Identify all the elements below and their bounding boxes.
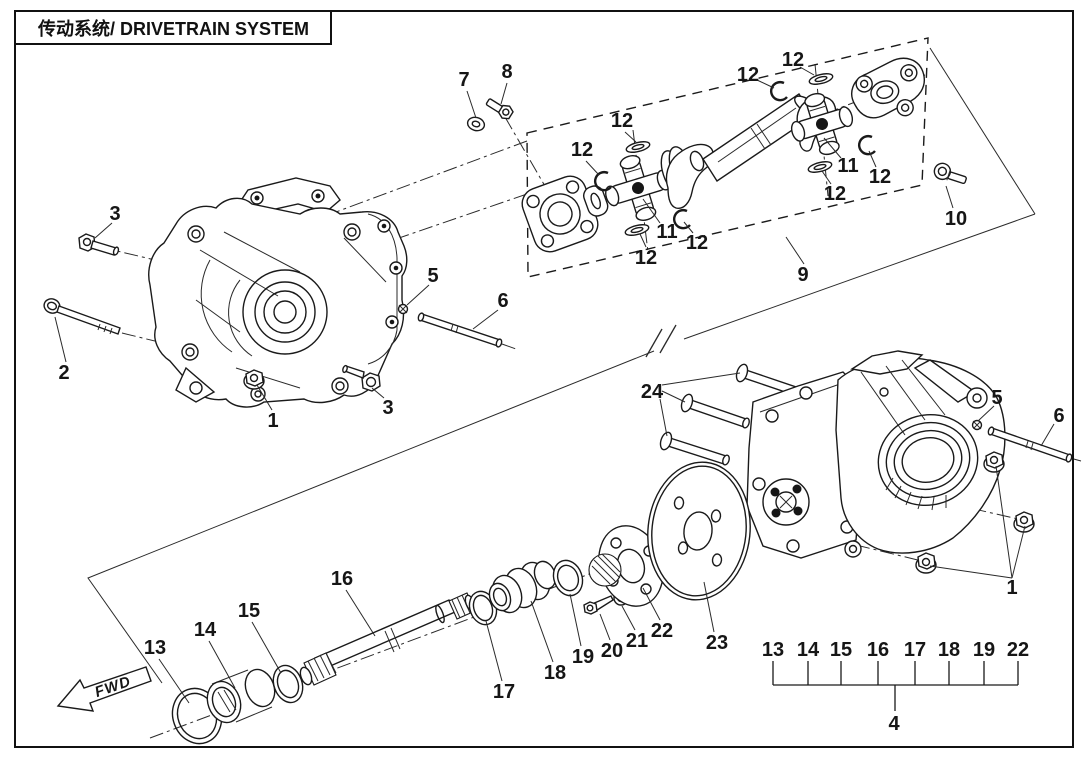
- front-gearbox-fasteners: [43, 233, 503, 392]
- fwd-arrow: [56, 666, 152, 712]
- callout-part-12: 12: [634, 247, 658, 269]
- bracket-target-assembly: 4: [888, 713, 900, 735]
- callout-part-5: 5: [991, 387, 1003, 409]
- callout-part-11: 11: [837, 155, 859, 177]
- axle-shaft-group: [171, 461, 751, 745]
- title-block: 传动系统/ DRIVETRAIN SYSTEM: [14, 10, 332, 45]
- callout-part-6: 6: [497, 290, 509, 312]
- callout-part-13: 13: [143, 637, 167, 659]
- callout-part-16: 16: [330, 568, 354, 590]
- callout-part-12: 12: [610, 110, 634, 132]
- callout-part-8: 8: [501, 61, 513, 83]
- callout-part-18: 18: [543, 662, 567, 684]
- callout-part-15: 15: [237, 600, 261, 622]
- bracket-item-13: 13: [761, 639, 785, 661]
- bracket-item-15: 15: [829, 639, 853, 661]
- leader-lines: [54, 66, 1055, 704]
- callout-part-6: 6: [1053, 405, 1065, 427]
- propshaft-group-box: [526, 37, 929, 278]
- callout-part-17: 17: [492, 681, 516, 703]
- callout-part-1: 1: [267, 410, 279, 432]
- callout-part-12: 12: [823, 183, 847, 205]
- callout-part-14: 14: [193, 619, 217, 641]
- callout-part-22: 22: [650, 620, 674, 642]
- callout-part-12: 12: [868, 166, 892, 188]
- callout-part-23: 23: [705, 632, 729, 654]
- callout-part-20: 20: [600, 640, 624, 662]
- page-border: [14, 10, 1074, 748]
- rear-gearbox: [659, 350, 1073, 574]
- front-gearbox: [148, 177, 408, 408]
- callout-part-12: 12: [736, 64, 760, 86]
- callout-part-24: 24: [640, 381, 664, 403]
- callout-part-3: 3: [109, 203, 121, 225]
- callout-part-2: 2: [58, 362, 70, 384]
- bracket-item-19: 19: [972, 639, 996, 661]
- bracket-item-16: 16: [866, 639, 890, 661]
- flange-nuts-right: [915, 451, 1035, 574]
- callout-part-12: 12: [781, 49, 805, 71]
- bracket-item-22: 22: [1006, 639, 1030, 661]
- callout-part-5: 5: [427, 265, 439, 287]
- bracket-item-17: 17: [903, 639, 927, 661]
- callout-part-7: 7: [458, 69, 470, 91]
- callout-part-9: 9: [797, 264, 809, 286]
- page-title: 传动系统/ DRIVETRAIN SYSTEM: [38, 18, 310, 39]
- callout-part-21: 21: [625, 630, 649, 652]
- bracket-item-18: 18: [937, 639, 961, 661]
- bracket-item-14: 14: [796, 639, 820, 661]
- callout-part-11: 11: [656, 221, 678, 243]
- callout-part-3: 3: [382, 397, 394, 419]
- callout-part-19: 19: [571, 646, 595, 668]
- callout-part-1: 1: [1006, 577, 1018, 599]
- callout-part-10: 10: [944, 208, 968, 230]
- callout-part-12: 12: [570, 139, 594, 161]
- callout-part-12: 12: [685, 232, 709, 254]
- part-group-bracket: [772, 661, 1019, 711]
